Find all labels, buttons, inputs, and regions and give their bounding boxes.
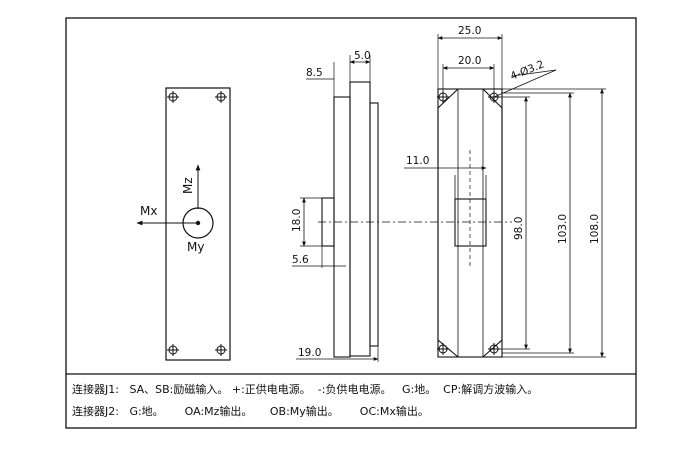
drawing-frame [65,17,637,429]
dim-108-0: 108.0 [589,214,601,244]
right-slot [454,198,487,247]
side-view [292,55,379,362]
dim-98-0: 98.0 [513,217,525,240]
label-mx: Mx [140,204,157,218]
front-view: Mx Mz My [136,87,231,361]
side-plate [349,81,371,357]
dim-11-0: 11.0 [406,155,429,167]
dim-20-0: 20.0 [458,55,481,67]
dim-25-0: 25.0 [458,25,481,37]
front-mount-holes [167,91,227,356]
label-mz: Mz [181,177,195,194]
right-mount-holes [437,91,500,355]
dim-5-0: 5.0 [354,50,371,62]
connector-j1-note: 连接器J1: SA、SB:励磁输入。 +:正供电电源。 -:负供电电源。 G:地… [72,383,539,396]
right-view [404,34,606,358]
dim-103-0: 103.0 [557,214,569,244]
dim-5-6: 5.6 [292,254,309,266]
side-body [333,96,351,358]
label-my: My [187,240,204,254]
hole-leader [493,69,557,98]
front-plate [165,87,231,361]
dim-8-5: 8.5 [306,67,323,79]
connector-j2-note: 连接器J2: G:地。 OA:Mz输出。 OB:My输出。 OC:Mx输出。 [72,405,429,418]
dim-holes: 4-Ø3.2 [509,58,546,82]
dim-18-0: 18.0 [291,209,303,232]
side-cover [369,102,379,347]
dim-19-0: 19.0 [298,347,321,359]
